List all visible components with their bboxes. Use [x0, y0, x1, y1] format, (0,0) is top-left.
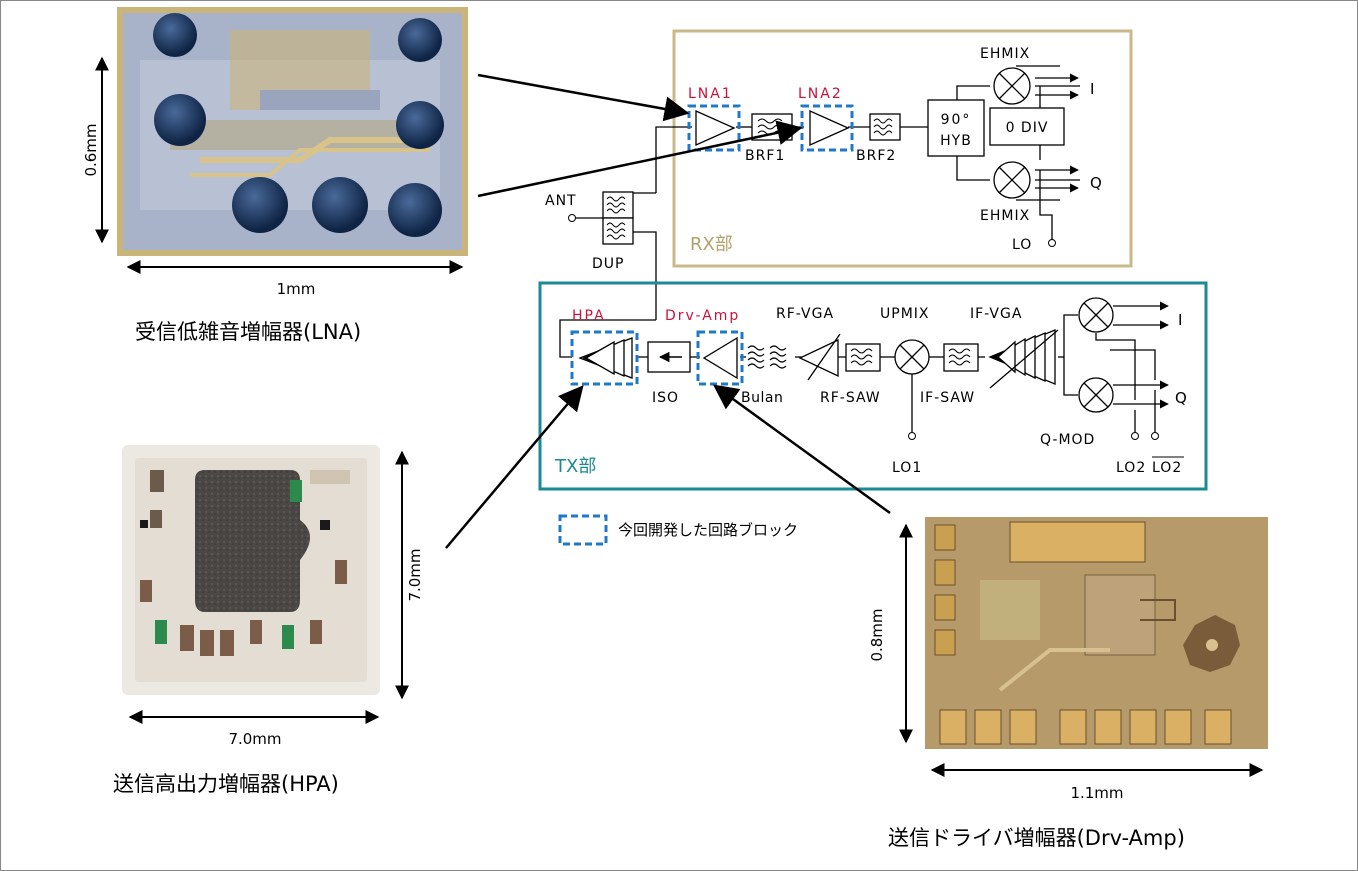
rx-lo-label: LO	[1012, 237, 1032, 253]
lna-dim-vertical: 0.6mm	[82, 123, 100, 176]
hyb-bottom-label: HYB	[940, 133, 972, 149]
tx-out-i: I	[1178, 311, 1182, 329]
dup-label: DUP	[592, 256, 624, 272]
rf-saw-filter-icon	[846, 344, 880, 371]
lna-photo	[120, 10, 465, 253]
lo2-label: LO2	[1116, 460, 1146, 476]
brf1-label: BRF1	[745, 148, 785, 164]
rx-section-label: RX部	[690, 234, 733, 255]
rx-out-i: I	[1090, 80, 1094, 98]
drv-amp-photo	[925, 517, 1268, 749]
ehmix-top-label: EHMIX	[980, 46, 1030, 62]
ehmix-top-icon	[994, 68, 1030, 104]
ehmix-bottom-label: EHMIX	[980, 208, 1030, 224]
lna1-amp-icon	[696, 111, 734, 145]
q-mod-label: Q-MOD	[1040, 432, 1095, 448]
balun-icon	[748, 346, 786, 368]
lo1-label: LO1	[892, 460, 922, 476]
lna2-amp-icon	[810, 111, 848, 145]
rf-vga-icon	[800, 334, 840, 380]
upmix-label: UPMIX	[880, 306, 930, 322]
lna-pointer-arrow-1	[478, 75, 687, 113]
drv-amp-label: Drv-Amp	[665, 308, 740, 324]
brf2-filter-icon	[870, 114, 900, 140]
lna1-label: LNA1	[688, 86, 733, 102]
hpa-caption: 送信高出力増幅器(HPA)	[113, 772, 339, 796]
bulan-label: Bulan	[741, 390, 783, 406]
ant-label: ANT	[545, 193, 577, 209]
hyb-top-label: 90°	[941, 112, 972, 128]
if-saw-filter-icon	[944, 344, 978, 371]
legend-dash-box	[560, 516, 606, 544]
upmix-icon	[895, 340, 929, 374]
if-saw-label: IF-SAW	[920, 390, 975, 406]
tx-wires	[560, 315, 1155, 432]
rf-saw-label: RF-SAW	[820, 390, 881, 406]
tx-section-label: TX部	[554, 456, 596, 477]
dup-filter-icon	[603, 192, 633, 244]
qmod-top-mixer-icon	[1079, 298, 1113, 332]
lo2-bar-terminal	[1152, 433, 1159, 440]
iso-icon	[648, 342, 690, 372]
lo1-terminal	[909, 433, 916, 440]
rx-out-q: Q	[1090, 174, 1102, 192]
hpa-dim-vertical: 7.0mm	[406, 548, 424, 601]
lo2-bar-label: LO2	[1152, 460, 1182, 476]
drv-dim-vertical: 0.8mm	[868, 608, 886, 661]
tx-out-q: Q	[1175, 389, 1187, 407]
hpa-label: HPA	[572, 308, 606, 324]
lo2-terminal	[1132, 433, 1139, 440]
rx-section-box	[674, 31, 1131, 266]
iso-label: ISO	[652, 390, 679, 406]
brf2-label: BRF2	[856, 148, 896, 164]
div-label: 0 DIV	[1006, 120, 1049, 136]
drv-amp-icon	[704, 338, 737, 378]
ant-terminal	[569, 215, 576, 222]
drv-dim-horizontal: 1.1mm	[1070, 784, 1123, 802]
qmod-bottom-mixer-icon	[1079, 378, 1113, 412]
ehmix-bottom-icon	[994, 162, 1030, 198]
hpa-photo	[122, 445, 380, 695]
if-vga-label: IF-VGA	[970, 306, 1022, 322]
lna-dim-horizontal: 1mm	[277, 280, 316, 298]
hpa-amp-icon	[580, 338, 632, 378]
legend-text: 今回開発した回路ブロック	[618, 521, 798, 539]
drv-caption: 送信ドライバ増幅器(Drv-Amp)	[888, 826, 1185, 850]
if-vga-icon	[990, 330, 1058, 388]
rx-lo-terminal	[1049, 240, 1056, 247]
hpa-dim-horizontal: 7.0mm	[228, 730, 281, 748]
rf-vga-label: RF-VGA	[776, 306, 834, 322]
lna-caption: 受信低雑音増幅器(LNA)	[135, 320, 361, 344]
lna2-label: LNA2	[798, 86, 843, 102]
